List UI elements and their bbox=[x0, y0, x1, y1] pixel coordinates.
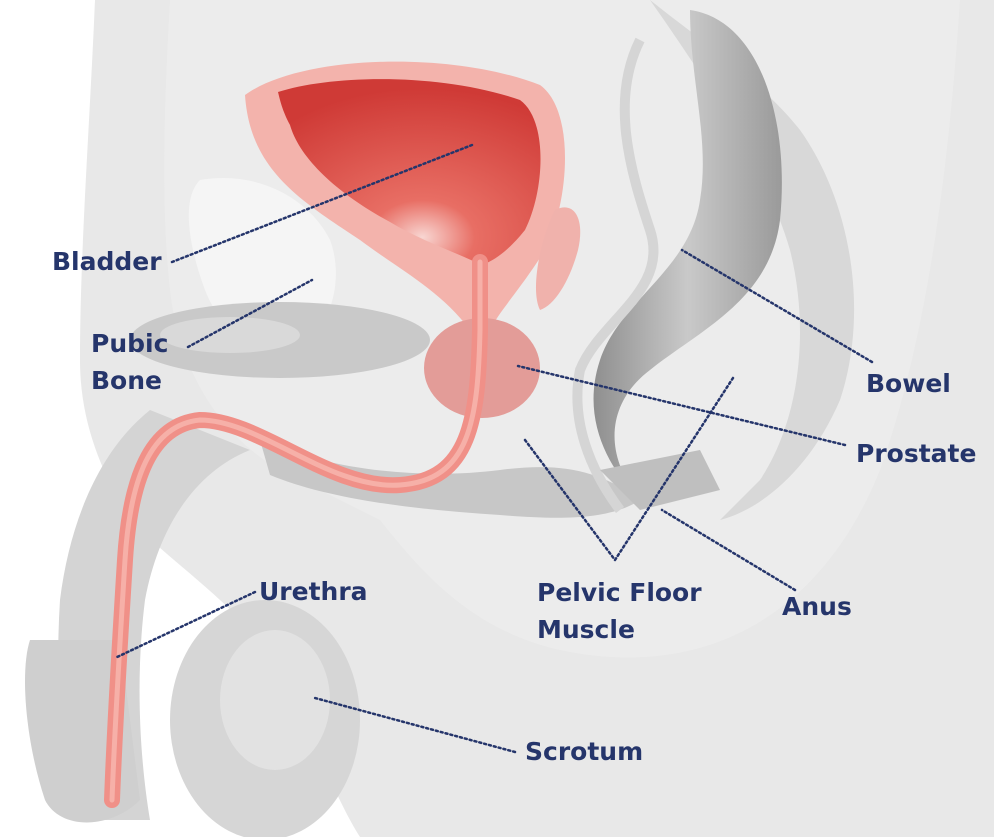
label-bowel: Bowel bbox=[866, 365, 951, 402]
label-scrotum: Scrotum bbox=[525, 733, 643, 770]
label-urethra: Urethra bbox=[259, 573, 368, 610]
label-pelvic-floor-muscle: Pelvic Floor Muscle bbox=[537, 574, 702, 648]
scrotum-inner bbox=[220, 630, 330, 770]
pubic-bone-highlight bbox=[160, 317, 300, 353]
label-pubic-bone: Pubic Bone bbox=[91, 325, 168, 399]
label-prostate: Prostate bbox=[856, 435, 976, 472]
label-anus: Anus bbox=[782, 588, 852, 625]
label-bladder: Bladder bbox=[52, 243, 162, 280]
